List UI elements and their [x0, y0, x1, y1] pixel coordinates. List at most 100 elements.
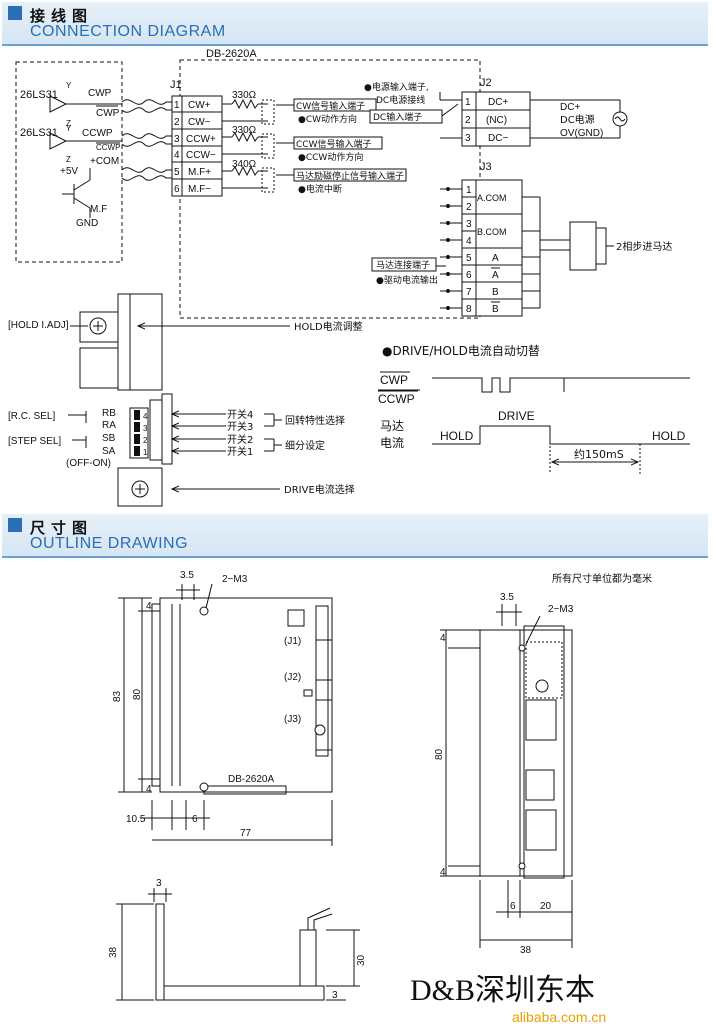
j1-pin-number: 4: [174, 150, 180, 161]
ccw-note: CCW信号输入端子 ●CCW动作方向: [293, 136, 383, 163]
resistor-label: 340Ω: [232, 159, 257, 170]
j1-pin-number: 2: [174, 117, 180, 128]
j3-internal-wiring: [440, 188, 570, 309]
section-marker-icon: [8, 6, 22, 20]
section-title-en: OUTLINE DRAWING: [30, 535, 189, 552]
switch-4-label: 开关4: [227, 408, 253, 421]
j2-connector: [461, 91, 531, 147]
dim-4-bottom: 4: [146, 784, 152, 795]
trimmer-icon: [314, 724, 326, 736]
front-view-board: [151, 597, 333, 795]
bottom-dim-38: 38: [108, 946, 119, 958]
j3-pin-number: 6: [466, 270, 472, 281]
j3-pin-name: A: [492, 253, 499, 264]
dip-number: 2: [143, 436, 148, 445]
drive-select-note: DRIVE电流选择: [284, 483, 355, 496]
j1-pin-name: M.F+: [188, 167, 211, 178]
side-dim-6: 6: [510, 901, 516, 912]
section-marker-icon: [8, 518, 22, 532]
rotation-select-note: 回转特性选择: [285, 414, 345, 427]
j1-pin-name: M.F−: [188, 184, 211, 195]
input-circuits: [222, 98, 275, 193]
j3-pin-name: B.COM: [477, 227, 507, 237]
j3-pin-name: B: [492, 287, 499, 298]
step-select-label: [STEP SEL]: [8, 436, 61, 447]
outline-j1: (J1): [284, 636, 301, 647]
j3-pin-name: A.COM: [477, 193, 507, 203]
timing-pulse-wave: [432, 377, 690, 393]
y-label-2: Y: [66, 124, 72, 133]
j1-pin-name: CW−: [188, 117, 211, 128]
gnd-label: GND: [76, 218, 98, 229]
dim-83: 83: [112, 690, 123, 702]
j2-label: J2: [480, 77, 492, 89]
dim-77: 77: [240, 828, 252, 839]
mf-cut-note: ●电流中断: [298, 183, 342, 195]
rb-label: RB: [102, 408, 116, 419]
dip-switch[interactable]: 4 3 2 1: [129, 407, 149, 459]
connection-diagram-header: 接线图 CONNECTION DIAGRAM: [2, 2, 708, 46]
cw-direction-note: ●CW动作方向: [298, 113, 357, 125]
motor-drive-note: ●驱动电流输出: [376, 274, 438, 286]
j1-label: J1: [170, 79, 182, 91]
resistor-label: 330Ω: [232, 90, 257, 101]
resistor-label: 330Ω: [232, 125, 257, 136]
power-wiring: [439, 92, 621, 139]
outline-j2: (J2): [284, 672, 301, 683]
z-label-2: Z: [66, 155, 71, 164]
section-title-cn: 接线图: [30, 7, 94, 25]
switch-1-label: 开关1: [227, 445, 253, 458]
ccwp-label: CCWP: [82, 128, 113, 139]
ic-label-2: 26LS31: [20, 127, 58, 139]
cw-input-note: CW信号输入端子: [296, 100, 365, 112]
power-wiring-note: DC电源接线: [376, 94, 425, 106]
j3-pin-number: 2: [466, 202, 472, 213]
dim-6: 6: [192, 814, 198, 825]
outline-drawing-header: 尺寸图 OUTLINE DRAWING: [2, 514, 708, 558]
switch-3-label: 开关3: [227, 420, 253, 433]
j1-pin-number: 5: [174, 167, 180, 178]
ov-gnd-note: OV(GND): [560, 128, 603, 139]
step-division-note: 细分设定: [285, 439, 325, 452]
j2-pin-name: DC−: [488, 133, 508, 144]
transistor-collector: [73, 179, 91, 191]
mf-label: M.F: [90, 204, 107, 215]
bottom-dim-3: 3: [156, 878, 162, 889]
ic-label-1: 26LS31: [20, 89, 58, 101]
side-mount-hole-icon: [518, 862, 526, 870]
j2-pin-number: 2: [465, 115, 471, 126]
side-dim-38: 38: [520, 945, 532, 956]
cwp-bar-label: CWP: [96, 108, 120, 119]
switch-arrows: [172, 414, 282, 451]
dip-number: 3: [143, 424, 148, 433]
buffer-triangle: [49, 95, 68, 113]
dim-3-5: 3.5: [180, 570, 194, 581]
outline-j3: (J3): [284, 714, 301, 725]
mount-hole-icon: [199, 782, 209, 792]
cwp-label: CWP: [88, 88, 112, 99]
dim-3-5-right: 3.5: [500, 592, 514, 603]
j1-pin-number: 6: [174, 184, 180, 195]
transistor-emitter: [73, 197, 91, 209]
dc-input-note: DC输入端子: [373, 111, 422, 123]
plus5v-label: +5V: [60, 166, 78, 177]
timing-motor-label-2: 电流: [380, 436, 404, 450]
bottom-dimension-lines: [116, 888, 360, 1001]
j1-pin-name: CCW−: [186, 150, 216, 161]
bottom-view-bracket: [155, 903, 333, 1001]
j3-pin-dots: [446, 187, 450, 310]
j3-pin-number: 7: [466, 287, 472, 298]
j3-pin-number: 8: [466, 304, 472, 315]
side-mount-hole-icon: [518, 644, 526, 652]
dc-input-box: [369, 109, 443, 124]
timing-guides: [549, 426, 641, 474]
ra-label: RA: [102, 420, 116, 431]
j2-pin-number: 1: [465, 97, 471, 108]
j1-pin-name: CW+: [188, 100, 211, 111]
outline-model: DB-2620A: [228, 774, 274, 785]
side-dim-20: 20: [540, 901, 552, 912]
j3-pin-number: 5: [466, 253, 472, 264]
side-panel: [79, 293, 173, 507]
ccw-direction-note: ●CCW动作方向: [298, 151, 363, 163]
bottom-dim-3b: 3: [332, 990, 338, 1001]
